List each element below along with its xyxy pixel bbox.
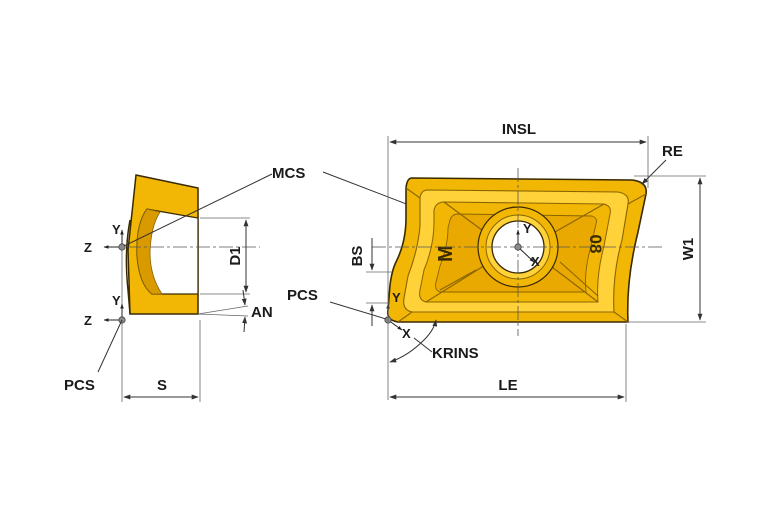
mcs-leader-left <box>123 173 273 247</box>
mcs-label: MCS <box>272 165 305 182</box>
top-mcs-x-label: X <box>531 254 540 269</box>
bs-label: BS <box>349 246 366 267</box>
re-leader <box>641 159 667 185</box>
top-pcs-y-label: Y <box>392 290 401 305</box>
side-mcs-point <box>118 243 126 251</box>
top-mcs-point <box>514 243 522 251</box>
s-label: S <box>157 377 167 394</box>
w1-label: W1 <box>680 238 697 261</box>
an-line-top <box>197 305 249 315</box>
an-line-bottom <box>197 313 249 317</box>
an-arrow-bottom <box>242 316 248 333</box>
side-view-bore-shade <box>136 208 163 295</box>
le-label: LE <box>498 377 517 394</box>
side-pcs-y-label: Y <box>112 293 121 308</box>
side-mcs-z-label: Z <box>84 240 92 255</box>
re-label: RE <box>662 143 683 160</box>
top-pcs-x-label: X <box>402 326 411 341</box>
d1-label: D1 <box>227 246 244 265</box>
side-pcs-axes: Y Z <box>84 293 126 328</box>
insert-marking: 08 <box>586 235 605 254</box>
krins-leader <box>413 337 433 353</box>
top-mcs-axes: Y X <box>514 221 540 269</box>
an-label: AN <box>251 304 273 321</box>
pcs-left-label: PCS <box>64 377 95 394</box>
an-arrow-top <box>241 289 247 306</box>
pcs-left-leader <box>97 319 123 373</box>
krins-arc <box>389 319 438 363</box>
side-view: D1 AN S Y Z Y Z PCS <box>64 174 273 402</box>
top-view: M 08 Y X Y X PCS INSL RE <box>287 121 706 402</box>
pcs-right-leader <box>329 301 387 320</box>
insert-logo: M <box>435 245 457 262</box>
krins-label: KRINS <box>432 345 479 362</box>
side-view-front-edge <box>125 219 131 315</box>
top-mcs-y-label: Y <box>523 221 532 236</box>
insl-label: INSL <box>502 121 536 138</box>
side-pcs-z-label: Z <box>84 313 92 328</box>
top-view-facets <box>397 187 647 323</box>
pcs-right-label: PCS <box>287 287 318 304</box>
side-mcs-y-label: Y <box>112 222 121 237</box>
side-mcs-axes: Y Z <box>84 222 126 255</box>
